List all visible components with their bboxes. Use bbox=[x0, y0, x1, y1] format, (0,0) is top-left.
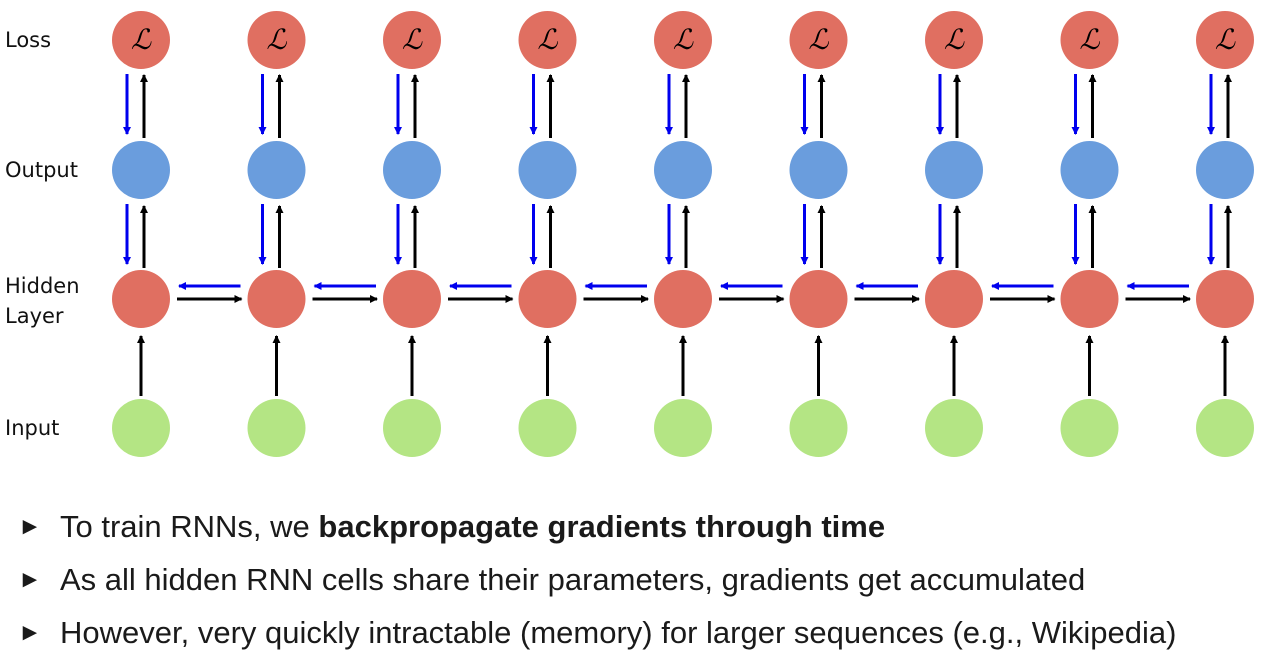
bullet-text: To train RNNs, we bbox=[60, 509, 319, 544]
output-node bbox=[789, 141, 848, 199]
output-node bbox=[383, 141, 441, 199]
output-node bbox=[654, 141, 712, 199]
hidden-node bbox=[112, 270, 170, 328]
hidden-node bbox=[247, 270, 306, 328]
loss-symbol: ℒ bbox=[266, 23, 287, 56]
bullet-text: As all hidden RNN cells share their para… bbox=[60, 562, 1086, 597]
input-node bbox=[925, 399, 983, 457]
row-label-output: Output bbox=[5, 158, 78, 182]
loss-symbol: ℒ bbox=[402, 23, 423, 56]
row-label-hidden-layer: Hidden Layer bbox=[5, 274, 80, 328]
hidden-node bbox=[1060, 270, 1119, 328]
input-node bbox=[1060, 399, 1119, 457]
input-node bbox=[518, 399, 577, 457]
loss-node bbox=[518, 11, 577, 69]
input-node bbox=[383, 399, 441, 457]
bullet-marker-icon: ► bbox=[18, 619, 42, 646]
loss-node bbox=[1060, 11, 1119, 69]
output-node bbox=[1060, 141, 1119, 199]
hidden-node bbox=[925, 270, 983, 328]
hidden-node bbox=[789, 270, 848, 328]
output-node bbox=[247, 141, 306, 199]
loss-node bbox=[654, 11, 712, 69]
loss-symbol: ℒ bbox=[1215, 23, 1236, 56]
loss-symbol: ℒ bbox=[131, 23, 152, 56]
loss-symbol: ℒ bbox=[808, 23, 829, 56]
bullet-item: ► To train RNNs, we backpropagate gradien… bbox=[18, 500, 1276, 553]
output-node bbox=[112, 141, 170, 199]
loss-node bbox=[383, 11, 441, 69]
bullet-item: ► As all hidden RNN cells share their par… bbox=[18, 553, 1276, 606]
bullet-marker-icon: ► bbox=[18, 513, 42, 540]
output-node bbox=[925, 141, 983, 199]
loss-symbol: ℒ bbox=[537, 23, 558, 56]
input-node bbox=[1196, 399, 1254, 457]
row-label-loss: Loss bbox=[5, 28, 52, 52]
input-node bbox=[789, 399, 848, 457]
input-node bbox=[112, 399, 170, 457]
hidden-node bbox=[518, 270, 577, 328]
loss-symbol: ℒ bbox=[673, 23, 694, 56]
bullet-bold-text: backpropagate gradients through time bbox=[318, 509, 886, 544]
output-node bbox=[518, 141, 577, 199]
loss-symbol: ℒ bbox=[1079, 23, 1100, 56]
bullet-text: However, very quickly intractable (memor… bbox=[60, 615, 1177, 650]
hidden-node bbox=[383, 270, 441, 328]
hidden-node bbox=[654, 270, 712, 328]
output-node bbox=[1196, 141, 1254, 199]
loss-node bbox=[789, 11, 848, 69]
input-node bbox=[247, 399, 306, 457]
row-label-input: Input bbox=[5, 416, 60, 440]
hidden-node bbox=[1196, 270, 1254, 328]
bullet-marker-icon: ► bbox=[18, 566, 42, 593]
loss-node bbox=[925, 11, 983, 69]
loss-symbol: ℒ bbox=[944, 23, 965, 56]
bullet-list: ► To train RNNs, we backpropagate gradien… bbox=[18, 500, 1276, 659]
loss-node bbox=[112, 11, 170, 69]
diagram-edges bbox=[123, 74, 1232, 396]
input-node bbox=[654, 399, 712, 457]
bullet-item: ► However, very quickly intractable (memo… bbox=[18, 606, 1276, 659]
loss-node bbox=[247, 11, 306, 69]
loss-node bbox=[1196, 11, 1254, 69]
